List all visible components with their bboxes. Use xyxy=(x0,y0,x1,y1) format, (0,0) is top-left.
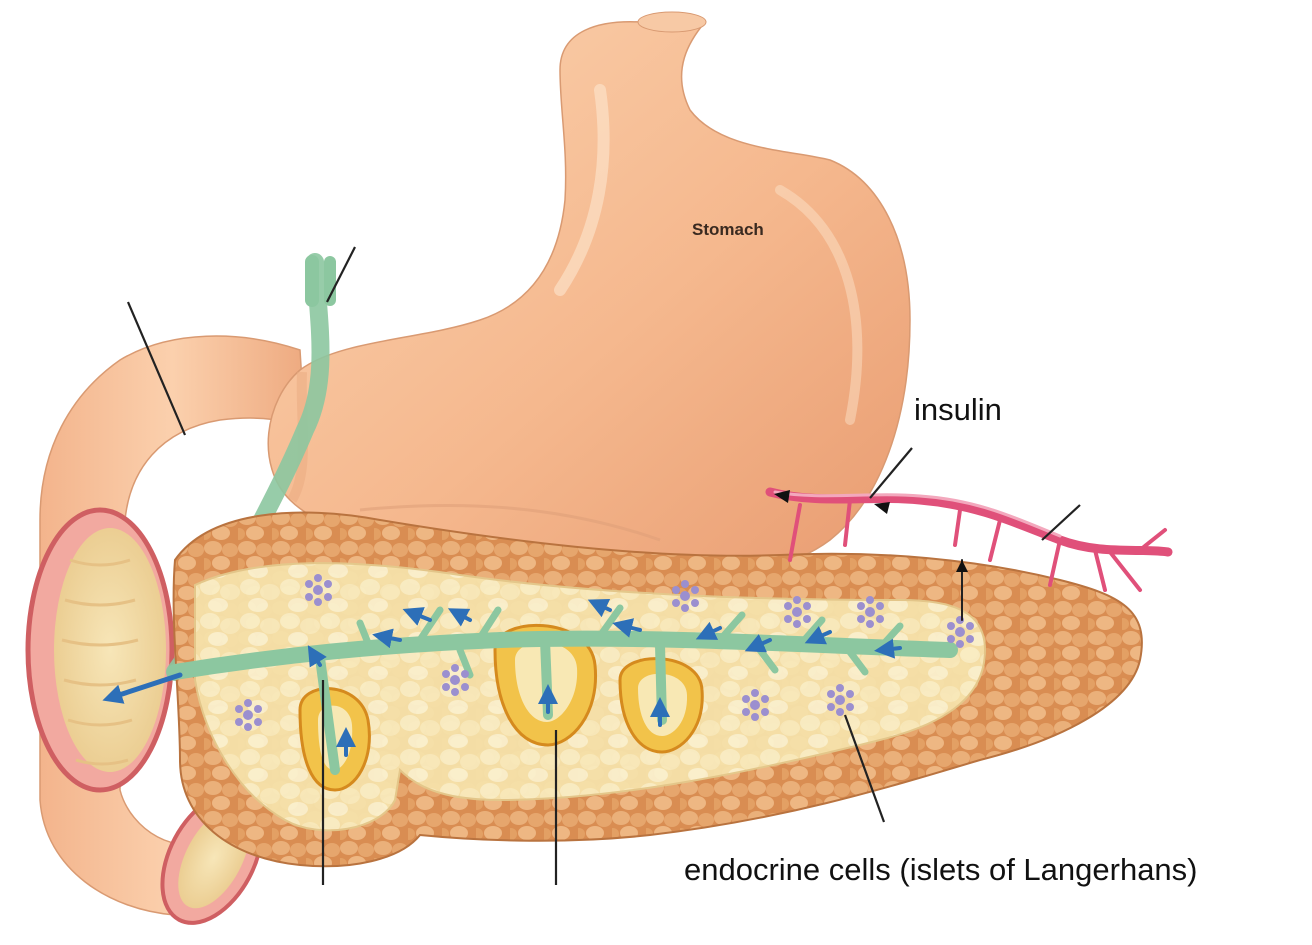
endocrine-cells-label: endocrine cells (islets of Langerhans) xyxy=(684,852,1198,888)
stomach-label: Stomach xyxy=(692,220,764,240)
leader-line-vessel xyxy=(1042,505,1080,540)
insulin-label: insulin xyxy=(914,392,1002,428)
